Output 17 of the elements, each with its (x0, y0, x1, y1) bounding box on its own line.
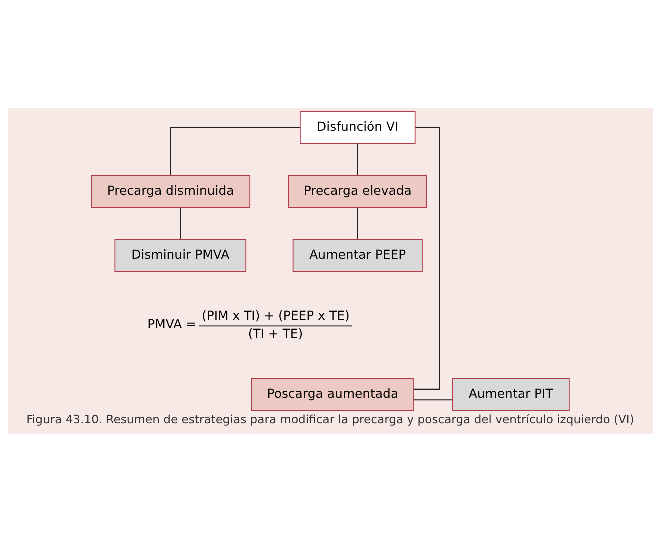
node-box: Aumentar PEEP (292, 239, 423, 272)
connector (414, 400, 453, 401)
label: (PIM x TI) + (PEEP x TE) (202, 308, 350, 324)
node-box: Poscarga aumentada (251, 378, 414, 412)
label: PMVA = (148, 316, 197, 332)
connector (414, 127, 440, 390)
node-box: Precarga elevada (288, 175, 428, 208)
node-box: Disminuir PMVA (114, 239, 247, 272)
connector (357, 144, 358, 176)
caption: Figura 43.10. Resumen de estrategias para modificar la precarga y poscarga del ventrículo izquierdo (VI) (26, 412, 634, 427)
label: (TI + TE) (248, 326, 304, 341)
connector (180, 208, 182, 240)
connector (170, 127, 300, 176)
connector (357, 208, 358, 240)
node-box: Precarga disminuida (91, 175, 251, 208)
node-box: Disfunción VI (300, 111, 416, 144)
node-box: Aumentar PIT (452, 378, 570, 412)
